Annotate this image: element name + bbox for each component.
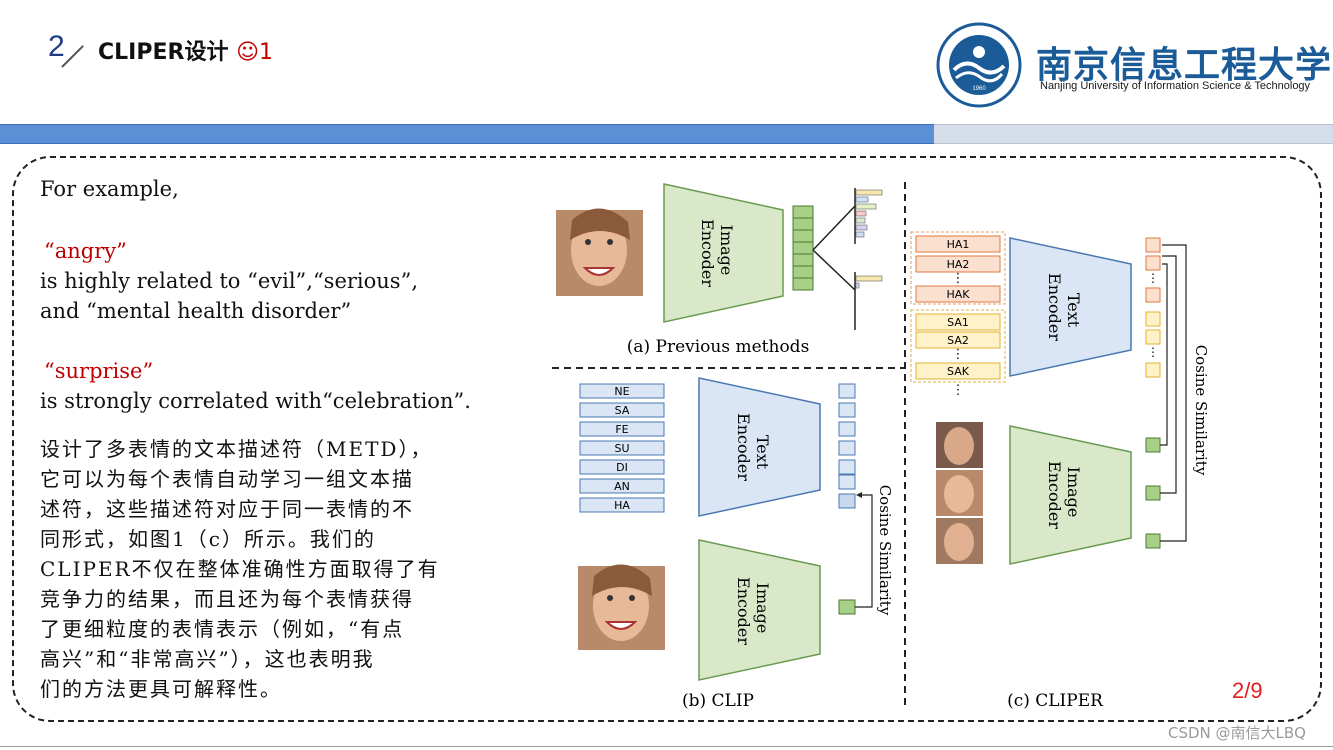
text-encoder-shape: [1009, 237, 1132, 377]
face-photo-icon: [936, 422, 983, 564]
emotion-label-list: NE SA FE SU DI AN HA: [579, 383, 665, 513]
caption-cliper: (c) CLIPER: [1007, 691, 1104, 711]
feature-vector: [792, 205, 814, 291]
title-suffix: ☺1: [236, 40, 274, 65]
panel-a: Image Encoder (a) Previous methods: [556, 183, 883, 357]
panel-b: NE SA FE SU DI AN HA Text Encoder: [578, 377, 894, 711]
encoder-label: Encoder: [734, 577, 753, 645]
bar-output-top: [854, 188, 883, 244]
label-fe: FE: [615, 423, 628, 436]
sa-descriptor-group: [910, 309, 1006, 383]
content-frame: [12, 156, 1322, 722]
header-bar-accent: [0, 124, 934, 144]
encoder-label: Encoder: [734, 413, 753, 481]
svg-text:⋮: ⋮: [1147, 345, 1159, 359]
example-intro: For example,: [40, 177, 179, 201]
svg-text:⋮: ⋮: [1147, 271, 1159, 285]
more-dots: ⋮: [952, 383, 965, 398]
cn-line: 设计了多表情的文本描述符（METD），: [40, 437, 433, 461]
cliper-image-features: [1145, 437, 1161, 549]
label-ha: HA: [614, 499, 630, 512]
branch-lines: [812, 205, 856, 291]
method-comparison-figure: Image Encoder (a) Previous methods: [552, 182, 1210, 711]
text-feature-column: [838, 383, 856, 509]
encoder-label: Text: [753, 435, 772, 470]
descriptor-ha2: HA2: [947, 258, 970, 271]
image-encoder-shape: [698, 539, 821, 681]
encoder-label: Image: [1064, 467, 1083, 518]
descriptor-sak: SAK: [947, 365, 970, 378]
caption-clip: (b) CLIP: [682, 691, 754, 711]
cn-line: 述符，这些描述符对应于同一表情的不: [40, 497, 414, 521]
cn-line: 同形式，如图1（c）所示。我们的: [40, 527, 376, 551]
ha-descriptor-group: [910, 231, 1006, 305]
angry-relation-line1: is highly related to “evil”,“serious”,: [40, 269, 418, 293]
bar-output-bottom: [854, 272, 883, 330]
label-su: SU: [614, 442, 629, 455]
cliper-text-features: ⋮ ⋮: [1145, 237, 1161, 378]
encoder-label: Encoder: [698, 219, 717, 287]
encoder-label: Encoder: [1045, 461, 1064, 529]
image-feature-box: [838, 599, 856, 615]
slide-title: CLIPER设计 ☺1: [98, 34, 273, 66]
cosine-similarity-label: Cosine Similarity: [876, 485, 894, 616]
label-ne: NE: [614, 385, 629, 398]
encoder-label: Image: [717, 225, 736, 276]
cn-line: 竞争力的结果，而且还为每个表情获得: [40, 587, 414, 611]
header-bar-light: [934, 124, 1333, 144]
encoder-label: Image: [753, 583, 772, 634]
descriptor-ha1: HA1: [947, 238, 970, 251]
section-number: 2: [48, 30, 65, 63]
cn-line: CLIPER不仅在整体准确性方面取得了有: [40, 557, 440, 581]
similarity-connectors: [1160, 244, 1187, 542]
cosine-similarity-label: Cosine Similarity: [1192, 345, 1210, 476]
university-seal-icon: 1960: [936, 22, 1022, 108]
cn-line: 们的方法更具可解释性。: [40, 677, 282, 701]
descriptor-sa1: SA1: [947, 316, 969, 329]
text-encoder-shape: [698, 377, 821, 517]
sa-descriptors: SA1 SA2 ⋮ SAK: [915, 313, 1001, 380]
chinese-description: 设计了多表情的文本描述符（METD）， 它可以为每个表情自动学习一组文本描 述符…: [40, 434, 480, 704]
svg-text:⋮: ⋮: [952, 347, 965, 362]
caption-previous-methods: (a) Previous methods: [627, 337, 810, 357]
encoder-label: Encoder: [1045, 273, 1064, 341]
arrow-head: [856, 492, 862, 498]
descriptor-sa2: SA2: [947, 334, 969, 347]
face-photo-icon: [578, 564, 665, 650]
label-di: DI: [616, 461, 628, 474]
similarity-arrow: [855, 494, 873, 608]
keyword-angry: “angry”: [44, 239, 127, 263]
angry-relation-line2: and “mental health disorder”: [40, 299, 352, 323]
image-encoder-shape: [1009, 425, 1132, 565]
cn-line: 高兴”和“非常高兴”），这也表明我: [40, 647, 375, 671]
cn-line: 它可以为每个表情自动学习一组文本描: [40, 467, 414, 491]
label-sa: SA: [615, 404, 630, 417]
label-an: AN: [614, 480, 630, 493]
keyword-surprise: “surprise”: [44, 359, 154, 383]
image-encoder-shape: [663, 183, 784, 323]
slide-title-text: CLIPER设计: [98, 40, 229, 65]
bottom-divider: [0, 746, 1333, 747]
seal-year: 1960: [972, 86, 986, 92]
university-name-en: Nanjing University of Information Scienc…: [1040, 80, 1311, 92]
svg-text:⋮: ⋮: [952, 271, 965, 286]
watermark: CSDN @南信大LBQ: [1168, 724, 1306, 742]
panel-c: HA1 HA2 ⋮ HAK SA1 SA2 ⋮ SAK ⋮ Text Encod…: [910, 231, 1210, 711]
descriptor-hak: HAK: [946, 288, 970, 301]
face-photo-icon: [556, 208, 643, 296]
surprise-relation-line: is strongly correlated with“celebration”…: [40, 389, 471, 413]
encoder-label: Text: [1064, 293, 1083, 328]
university-name-cn: 南京信息工程大学: [1036, 44, 1333, 86]
ha-descriptors: HA1 HA2 ⋮ HAK: [915, 235, 1001, 303]
page-number: 2/9: [1232, 678, 1263, 703]
cn-line: 了更细粒度的表情表示（例如，“有点: [40, 617, 405, 641]
